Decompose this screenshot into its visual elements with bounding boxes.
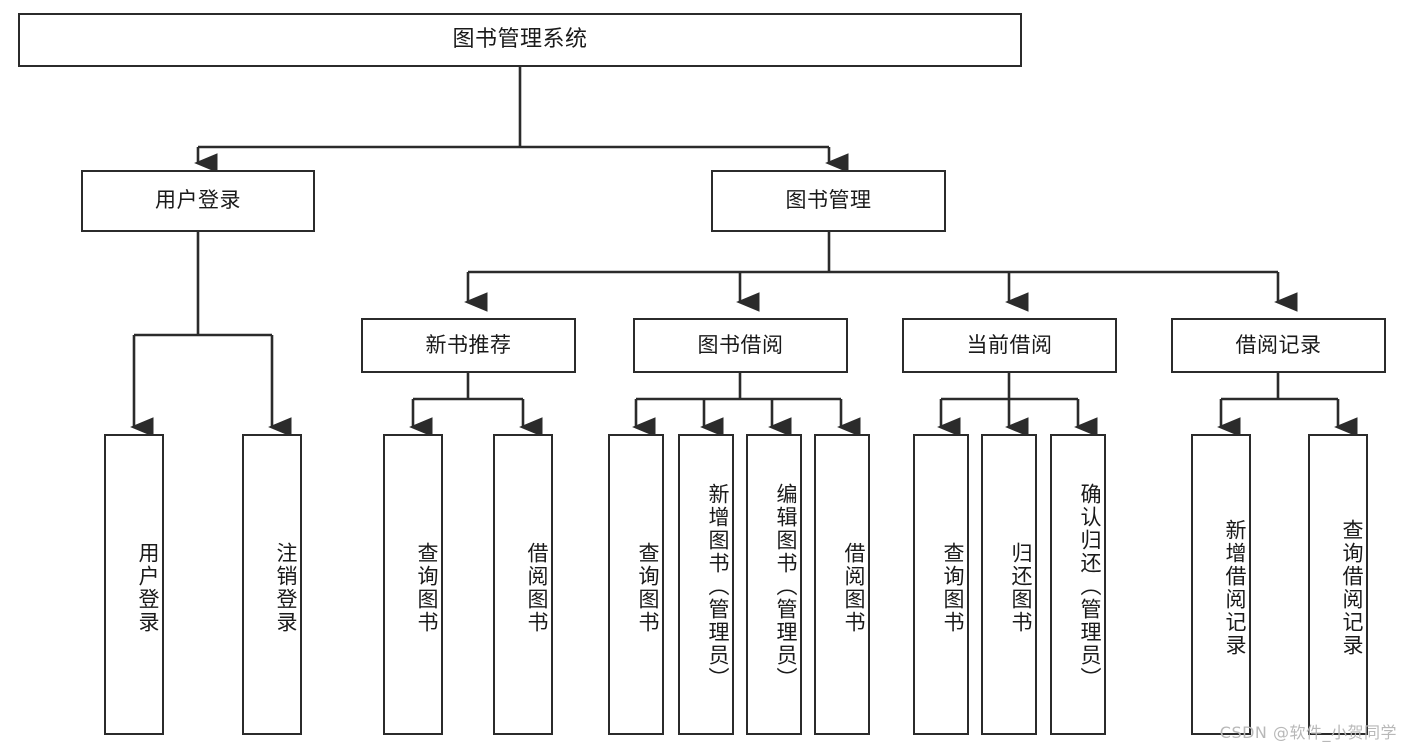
node-label: 查询借阅记录 [1340,518,1364,657]
node-label: 查询图书 [415,541,439,634]
node-user-login[interactable]: 用户登录 [81,170,315,232]
node-label: 注销登录 [274,541,298,634]
leaf-logout-login[interactable]: 注销登录 [242,434,302,735]
leaf-query-book-current[interactable]: 查询图书 [913,434,969,735]
node-label: 用户登录 [155,188,241,213]
node-label: 图书管理 [785,188,872,213]
node-label: 新增图书（管理员） [706,483,730,690]
node-label: 图书管理系统 [452,26,588,52]
node-root-book-management-system[interactable]: 图书管理系统 [18,13,1022,67]
leaf-query-book-recommend[interactable]: 查询图书 [383,434,443,735]
leaf-query-book-borrow[interactable]: 查询图书 [608,434,664,735]
node-label: 借阅图书 [525,541,549,634]
node-label: 借阅记录 [1235,332,1322,357]
node-label: 新增借阅记录 [1223,518,1247,657]
node-label: 图书借阅 [697,332,784,357]
node-label: 编辑图书（管理员） [774,483,798,690]
node-label: 借阅图书 [842,541,866,634]
node-label: 当前借阅 [966,332,1053,357]
node-label: 确认归还（管理员） [1078,483,1102,690]
leaf-borrow-book-recommend[interactable]: 借阅图书 [493,434,553,735]
node-new-book-recommend[interactable]: 新书推荐 [361,318,576,373]
node-current-borrow[interactable]: 当前借阅 [902,318,1117,373]
leaf-query-borrow-record[interactable]: 查询借阅记录 [1308,434,1368,735]
node-book-borrow[interactable]: 图书借阅 [633,318,848,373]
leaf-add-book-admin[interactable]: 新增图书（管理员） [678,434,734,735]
node-book-management[interactable]: 图书管理 [711,170,946,232]
node-label: 新书推荐 [425,332,512,357]
node-label: 用户登录 [136,541,160,634]
node-label: 查询图书 [636,541,660,634]
leaf-borrow-book-borrow[interactable]: 借阅图书 [814,434,870,735]
leaf-return-book[interactable]: 归还图书 [981,434,1037,735]
leaf-edit-book-admin[interactable]: 编辑图书（管理员） [746,434,802,735]
node-label: 查询图书 [941,541,965,634]
leaf-user-login[interactable]: 用户登录 [104,434,164,735]
leaf-add-borrow-record[interactable]: 新增借阅记录 [1191,434,1251,735]
node-label: 归还图书 [1009,541,1033,634]
node-borrow-record[interactable]: 借阅记录 [1171,318,1386,373]
csdn-watermark: CSDN @软件_小贺同学 [1219,723,1397,742]
leaf-confirm-return-admin[interactable]: 确认归还（管理员） [1050,434,1106,735]
